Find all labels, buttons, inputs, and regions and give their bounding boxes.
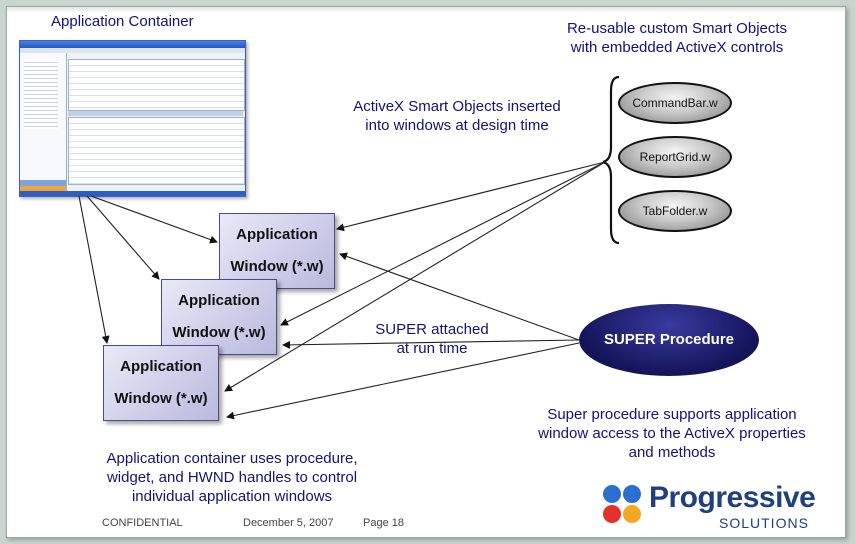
footer-confidential: CONFIDENTIAL bbox=[102, 517, 183, 529]
window-2-line-1: Application bbox=[178, 292, 260, 309]
super-procedure-description: Super procedure supports application win… bbox=[507, 405, 837, 462]
connector-arrows bbox=[78, 75, 620, 420]
thumb-title-bar bbox=[20, 41, 245, 48]
logo-dot-blue-1 bbox=[603, 485, 621, 503]
container-desc-line-3: individual application windows bbox=[131, 488, 333, 505]
super-desc-line-1: Super procedure supports application bbox=[547, 406, 797, 423]
thumb-menu-bar bbox=[20, 48, 245, 53]
reusable-objects-label: Re-usable custom Smart Objects with embe… bbox=[527, 19, 827, 57]
super-attached-line-2: at run time bbox=[396, 340, 468, 357]
super-attached-label: SUPER attached at run time bbox=[352, 320, 512, 358]
progressive-logo: Progressive SOLUTIONS bbox=[603, 481, 843, 535]
container-desc-line-1: Application container uses procedure, bbox=[106, 450, 358, 467]
logo-wordmark: Progressive bbox=[649, 481, 816, 514]
arrow-objects-to-window-3 bbox=[224, 161, 606, 392]
container-description: Application container uses procedure, wi… bbox=[52, 449, 412, 506]
arrow-super-to-window-3 bbox=[226, 342, 580, 420]
thumb-taskbar bbox=[20, 191, 245, 196]
arrow-objects-to-window-2 bbox=[280, 161, 606, 326]
footer-date: December 5, 2007 bbox=[243, 517, 334, 529]
arrow-super-to-window-2 bbox=[282, 339, 580, 349]
reusable-line-2: with embedded ActiveX controls bbox=[570, 39, 784, 56]
thumb-sidebar-button bbox=[20, 180, 66, 186]
super-attached-line-1: SUPER attached bbox=[375, 321, 489, 338]
window-1-line-1: Application bbox=[236, 226, 318, 243]
logo-subtitle: SOLUTIONS bbox=[719, 515, 809, 531]
thumb-tree bbox=[24, 59, 58, 129]
arrow-container-to-window-2 bbox=[86, 195, 160, 280]
window-3-line-2: Window (*.w) bbox=[114, 390, 208, 407]
arrow-objects-to-window-1 bbox=[336, 161, 606, 232]
reusable-line-1: Re-usable custom Smart Objects bbox=[566, 20, 788, 37]
logo-dot-blue-2 bbox=[623, 485, 641, 503]
smart-object-commandbar: CommandBar.w bbox=[618, 82, 732, 124]
window-3-line-1: Application bbox=[120, 358, 202, 375]
footer-page-number: Page 18 bbox=[363, 517, 404, 529]
application-window-2: Application Window (*.w) bbox=[161, 279, 277, 355]
super-procedure-node: SUPER Procedure bbox=[579, 304, 759, 376]
design-line-1: ActiveX Smart Objects inserted bbox=[353, 98, 561, 115]
application-window-3: Application Window (*.w) bbox=[103, 345, 219, 421]
super-desc-line-2: window access to the ActiveX properties bbox=[538, 425, 806, 442]
container-desc-line-2: widget, and HWND handles to control bbox=[106, 469, 358, 486]
smart-object-tabfolder: TabFolder.w bbox=[618, 190, 732, 232]
application-window-1: Application Window (*.w) bbox=[219, 213, 335, 289]
arrow-super-to-window-1 bbox=[339, 252, 580, 341]
logo-dot-orange bbox=[623, 505, 641, 523]
smart-object-reportgrid: ReportGrid.w bbox=[618, 136, 732, 178]
design-line-2: into windows at design time bbox=[365, 117, 549, 134]
thumb-grid-top bbox=[68, 59, 245, 111]
brace-smart-objects bbox=[602, 75, 620, 245]
slide: Application Container Re-usable custom S… bbox=[6, 6, 846, 538]
logo-dot-red bbox=[603, 505, 621, 523]
application-container-title: Application Container bbox=[51, 13, 194, 30]
arrow-container-to-window-1 bbox=[90, 195, 218, 244]
arrow-container-to-window-3 bbox=[78, 195, 110, 344]
thumb-tab-strip bbox=[68, 111, 243, 116]
top-band bbox=[7, 7, 845, 13]
application-container-screenshot bbox=[19, 40, 246, 197]
design-time-label: ActiveX Smart Objects inserted into wind… bbox=[307, 97, 607, 135]
thumb-grid-bottom bbox=[68, 117, 245, 185]
window-1-line-2: Window (*.w) bbox=[230, 258, 324, 275]
window-2-line-2: Window (*.w) bbox=[172, 324, 266, 341]
super-desc-line-3: and methods bbox=[628, 444, 716, 461]
